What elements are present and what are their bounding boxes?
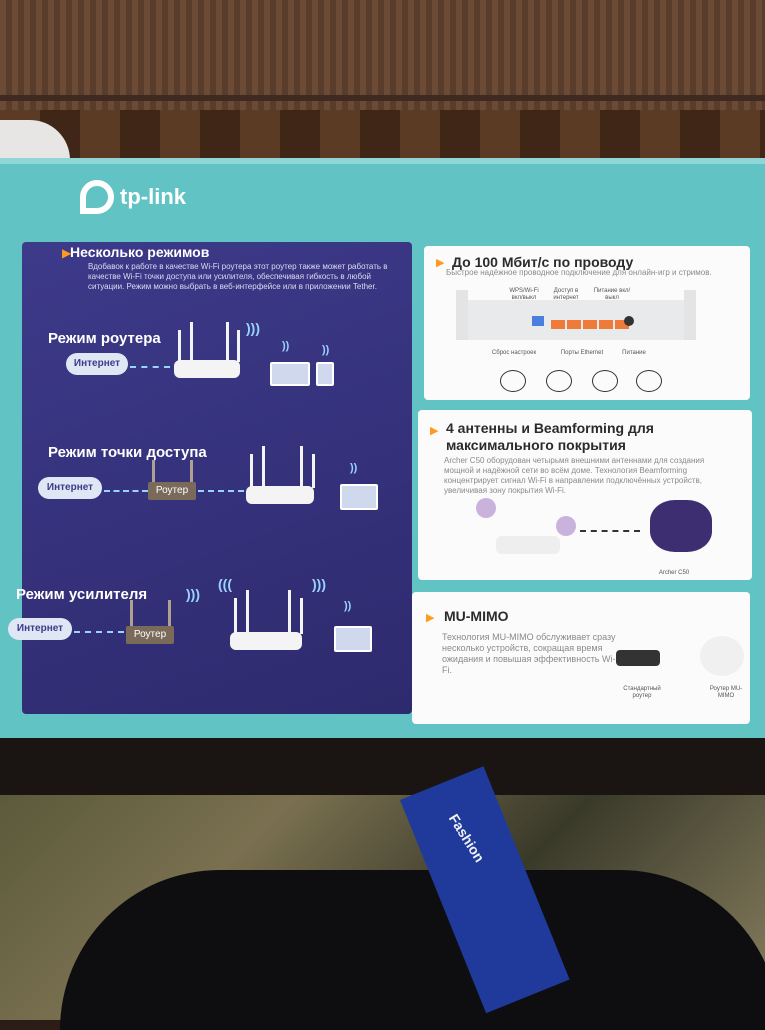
ethernet-port-icon <box>567 320 581 329</box>
antenna-icon <box>152 460 155 482</box>
router-icon <box>230 632 302 650</box>
ethernet-ports <box>550 316 630 334</box>
antenna-icon <box>130 600 133 626</box>
power-label: Питание <box>622 350 646 356</box>
brand-name: tp-link <box>120 184 186 209</box>
arrow-icon: ▶ <box>426 612 435 624</box>
access-label: Доступ в интернет <box>553 288 579 301</box>
antenna-icon <box>246 590 249 634</box>
router-mode-title: Режим роутера <box>48 330 161 347</box>
laptop-icon <box>270 362 310 386</box>
router-icon <box>496 536 560 554</box>
router-label: Роутер <box>148 482 196 500</box>
standard-router-label: Стандартный роутер <box>623 686 661 699</box>
connection-line <box>198 490 244 492</box>
ethernet-port-icon <box>615 320 629 329</box>
antenna-icon <box>168 600 171 626</box>
beamforming-card <box>418 410 752 580</box>
router-label: Роутер <box>126 626 174 644</box>
wps-label: WPS/Wi-Fi вкл/выкл <box>509 288 539 301</box>
internet-cloud: Интернет <box>8 618 72 640</box>
sofa-seam <box>0 95 765 101</box>
antenna-icon <box>226 322 229 362</box>
beamforming-card-text: Archer C50 оборудован четырьмя внешними … <box>444 456 705 495</box>
ports-label: Порты Ethernet <box>560 350 604 356</box>
antenna-icon <box>456 290 468 340</box>
mu-mimo-card-title: MU-MIMO <box>444 608 509 624</box>
connection-line <box>104 490 148 492</box>
router-icon <box>174 360 240 378</box>
sofa-background <box>0 0 765 130</box>
wifi-icon: ))) <box>246 320 260 336</box>
antenna-icon <box>300 446 303 488</box>
signal-beam <box>476 498 496 518</box>
tablet-icon <box>316 362 334 386</box>
internet-cloud: Интернет <box>66 353 128 375</box>
speed-card-text: Быстрое надёжное проводное подключение д… <box>446 268 712 277</box>
wifi-icon: ))) <box>186 586 200 602</box>
arrow-icon: ▶ <box>436 257 445 269</box>
wps-button <box>532 316 544 326</box>
speed-card-title: До 100 Мбит/с по проводу <box>452 254 634 270</box>
mu-mimo-card <box>412 592 750 724</box>
coverage-map <box>650 500 712 552</box>
ethernet-port-icon <box>599 320 613 329</box>
ethernet-port-icon <box>551 320 565 329</box>
signal-beam <box>556 516 576 536</box>
standard-router-icon <box>616 650 660 666</box>
computer-icon <box>546 370 572 392</box>
connection-line <box>130 366 170 368</box>
antenna-icon <box>300 598 303 634</box>
modes-heading: Несколько режимов <box>70 244 210 260</box>
mu-mimo-router-label: Роутер MU-MIMO <box>709 686 743 699</box>
connection-line <box>580 530 640 532</box>
mu-mimo-router-icon <box>700 636 744 676</box>
antenna-icon <box>178 330 181 362</box>
model-label: Archer C50 <box>658 570 690 576</box>
antenna-icon <box>684 290 696 340</box>
router-icon <box>246 486 314 504</box>
box-top-edge <box>0 158 765 164</box>
modes-description: Вдобавок к работе в качестве Wi-Fi роуте… <box>88 262 388 291</box>
power-switch-label: Питание вкл/выкл <box>593 288 631 301</box>
internet-cloud: Интернет <box>38 477 102 499</box>
arrow-icon: ▶ <box>430 425 439 437</box>
antenna-icon <box>262 446 265 488</box>
wifi-icon: )) <box>344 600 352 612</box>
extender-mode-title: Режим усилителя <box>16 586 148 603</box>
connection-line <box>74 631 124 633</box>
reset-label: Сброс настроек <box>491 350 537 356</box>
box-bottom-shadow <box>0 735 765 795</box>
antenna-icon <box>288 590 291 634</box>
laptop-icon <box>340 484 378 510</box>
antenna-icon <box>237 330 240 362</box>
wifi-icon: )) <box>282 340 290 352</box>
mu-mimo-card-text: Технология MU-MIMO обслуживает сразу нес… <box>442 632 616 675</box>
antenna-icon <box>312 454 315 488</box>
console-icon <box>592 370 618 392</box>
antenna-icon <box>190 322 193 362</box>
wifi-icon: ((( <box>218 576 232 592</box>
tp-link-logo-icon <box>80 180 114 214</box>
beamforming-card-title: 4 антенны и Beamforming для максимальног… <box>446 420 654 453</box>
power-port <box>624 316 634 326</box>
brand-logo: tp-link <box>80 180 186 214</box>
arrow-icon: ▶ <box>62 246 72 260</box>
wifi-icon: )) <box>350 462 358 474</box>
black-cloth <box>60 870 765 1030</box>
tv-icon <box>636 370 662 392</box>
wifi-icon: ))) <box>312 576 326 592</box>
modem-icon <box>500 370 526 392</box>
antenna-icon <box>234 598 237 634</box>
antenna-icon <box>190 460 193 482</box>
ethernet-port-icon <box>583 320 597 329</box>
ap-mode-title: Режим точки доступа <box>48 444 207 461</box>
laptop-icon <box>334 626 372 652</box>
antenna-icon <box>250 454 253 488</box>
wifi-icon: )) <box>322 344 330 356</box>
